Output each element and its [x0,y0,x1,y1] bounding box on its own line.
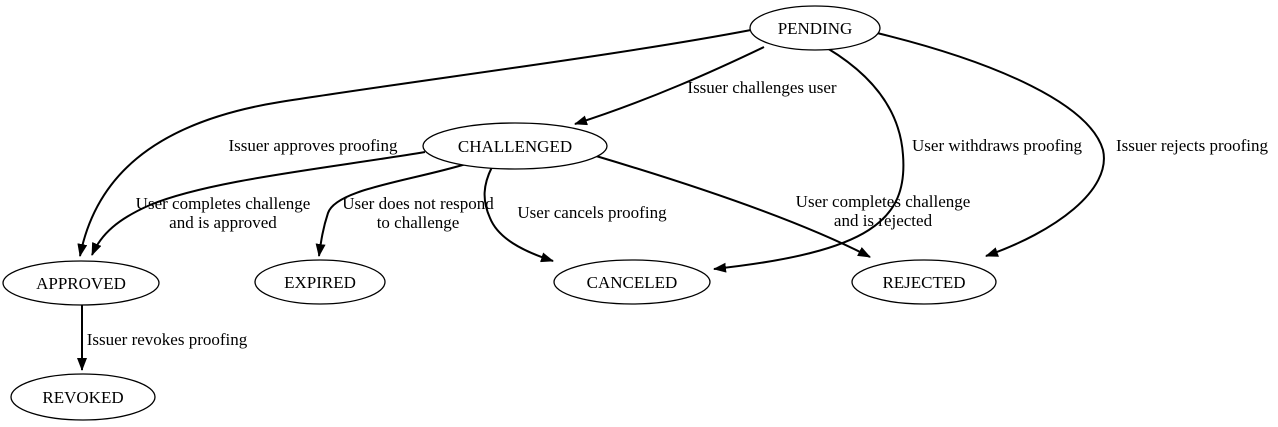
edge-challenged-to-rejected [595,155,871,258]
state-node-label-pending: PENDING [778,19,853,38]
state-node-label-challenged: CHALLENGED [458,137,572,156]
edge-label-challenged-to-rejected: and is rejected [834,211,933,230]
edge-label-challenged-to-approved: User completes challenge [136,194,311,213]
state-node-challenged: CHALLENGED [422,122,608,170]
state-node-shape-canceled [553,259,711,305]
edge-challenged-to-expired [315,163,467,257]
edge-pending-to-challenged [574,46,765,126]
edge-label-pending-to-approved: Issuer approves proofing [228,136,398,155]
state-node-shape-challenged [422,122,608,170]
state-node-expired: EXPIRED [254,259,386,305]
state-node-shape-approved [2,260,160,306]
state-node-shape-rejected [851,259,997,305]
edge-label-approved-to-revoked: Issuer revokes proofing [87,330,248,349]
edge-challenged-to-approved [91,151,426,256]
edges-layer [77,29,1105,371]
state-node-shape-expired [254,259,386,305]
state-node-label-revoked: REVOKED [42,388,123,407]
edge-label-pending-to-rejected: Issuer rejects proofing [1116,136,1269,155]
edge-challenged-to-canceled [483,166,554,263]
state-node-label-expired: EXPIRED [284,273,356,292]
state-node-revoked: REVOKED [10,373,156,421]
state-node-rejected: REJECTED [851,259,997,305]
state-node-shape-revoked [10,373,156,421]
state-node-label-rejected: REJECTED [882,273,965,292]
edge-label-pending-to-canceled: User withdraws proofing [912,136,1082,155]
edge-label-pending-to-challenged: Issuer challenges user [687,78,837,97]
edge-pending-to-approved [77,29,752,257]
edge-label-challenged-to-expired: User does not respond [342,194,494,213]
state-node-approved: APPROVED [2,260,160,306]
edge-label-challenged-to-canceled: User cancels proofing [517,203,667,222]
state-node-pending: PENDING [749,5,881,51]
edge-label-challenged-to-rejected: User completes challenge [796,192,971,211]
nodes-layer: PENDING CHALLENGED APPROVED EXPIRED CANCELED… [2,5,997,421]
state-node-label-approved: APPROVED [36,274,126,293]
state-node-shape-pending [749,5,881,51]
edge-pending-to-canceled [713,47,905,273]
state-node-canceled: CANCELED [553,259,711,305]
edge-label-challenged-to-expired: to challenge [377,213,460,232]
state-node-label-canceled: CANCELED [587,273,678,292]
edge-label-challenged-to-approved: and is approved [169,213,277,232]
edge-pending-to-rejected [876,32,1105,257]
